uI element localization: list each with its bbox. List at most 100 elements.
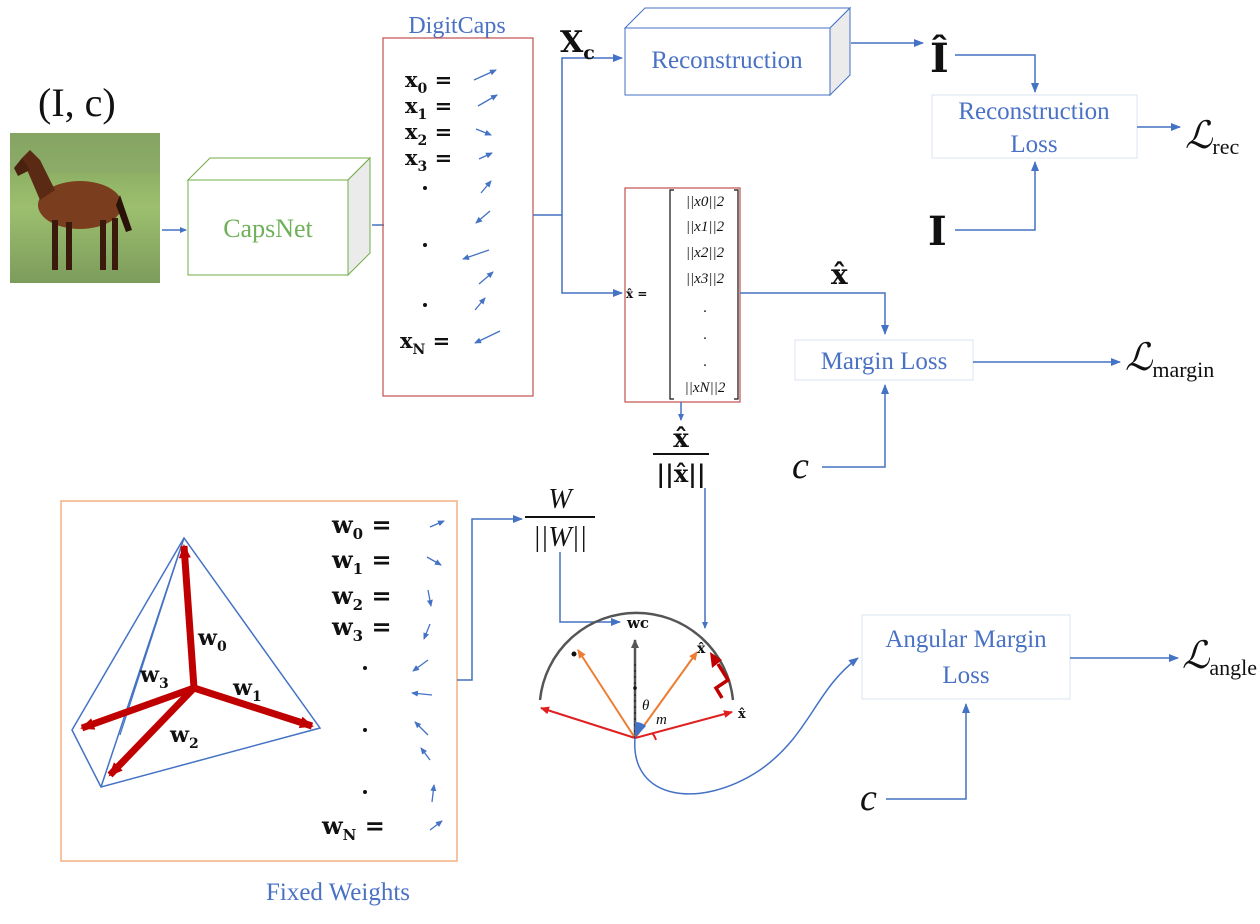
weight-w1: w1 =: [331, 545, 392, 578]
horse-image: [10, 133, 160, 283]
wnorm-to-arc-line: [559, 552, 621, 626]
capsule-arrow: [462, 249, 490, 260]
weight-arrow: [426, 589, 433, 607]
dot: [363, 728, 367, 732]
dot: [363, 666, 367, 670]
capsnet-label: CapsNet: [223, 214, 313, 243]
xhat-arc-label: x̂: [697, 641, 706, 657]
fixed-weights-box: [60, 500, 458, 862]
norm-entry: ||x0||2: [686, 194, 725, 210]
digitcaps-x3: x3 =: [405, 145, 452, 175]
fixed-weights-caption: Fixed Weights: [266, 879, 410, 906]
angular-class-label: c: [860, 777, 877, 819]
weight-wN: wN =: [321, 811, 385, 844]
ihat-to-loss-line: [955, 54, 1039, 93]
target-to-loss-line: [955, 161, 1039, 231]
norm-entry: .: [703, 300, 707, 316]
weight-w2: w2 =: [331, 581, 392, 614]
dot: [423, 303, 427, 307]
reconstruction-loss-line1: Reconstruction: [958, 98, 1110, 125]
tetra-w1-label: w1: [232, 675, 262, 705]
w1-vector: [192, 684, 314, 730]
tetra-w3-label: w3: [139, 662, 169, 692]
capsule-arrow: [480, 180, 492, 194]
capsule-arrow: [473, 69, 497, 81]
xhat2-arc-label: x̂: [738, 707, 746, 722]
tetra-w0-label: w0: [197, 625, 227, 655]
norm-lhs: x̂ =: [626, 287, 647, 301]
margin-loss-label: Margin Loss: [821, 348, 948, 375]
angular-arc-diagram: [538, 611, 735, 741]
capsnet-block: CapsNet: [186, 156, 372, 277]
digitcaps-to-norm-line: [561, 215, 623, 297]
reconstruction-block: Reconstruction: [623, 6, 852, 97]
weight-arrow: [420, 747, 431, 761]
w3-vector: [80, 684, 196, 732]
langle-symbol: ℒangle: [1182, 635, 1257, 680]
dot: [363, 790, 367, 794]
angular-loss-line2: Loss: [942, 662, 989, 689]
weight-arrow: [412, 659, 429, 672]
w-norm-denominator: ||W||: [533, 522, 587, 553]
normalized-denominator: ||x̂||: [656, 459, 705, 488]
wc-label: wc: [626, 614, 649, 632]
capsule-arrow: [477, 94, 498, 107]
capsule-arrow: [475, 128, 492, 136]
xc-label: Xc: [560, 25, 595, 64]
weight-w3: w3 =: [331, 612, 392, 645]
norm-entry: .: [703, 327, 707, 343]
capsule-arrow: [474, 330, 501, 344]
norm-entries: ||x0||2 ||x1||2 ||x2||2 ||x3||2 . . . ||…: [685, 194, 726, 396]
angular-margin-loss-block: Angular Margin Loss: [861, 614, 1071, 700]
w-norm-numerator: W: [548, 484, 574, 515]
margin-class-label: c: [792, 445, 809, 487]
arc-to-angular-loss-curve: [634, 657, 859, 795]
class-to-angular-line: [886, 703, 970, 800]
norm-entry: ||x2||2: [686, 245, 725, 261]
digitcaps-branch-line: [533, 54, 623, 216]
m-label: m: [656, 712, 667, 728]
weight-arrow: [423, 623, 431, 640]
xhat-output-label: x̂: [831, 258, 848, 291]
norm-entry: .: [703, 354, 707, 370]
digitcaps-x0: x0 =: [405, 67, 452, 97]
capsule-arrow: [478, 271, 494, 285]
norm-entry: ||x1||2: [686, 219, 725, 235]
reconstruction-loss-line2: Loss: [1010, 131, 1057, 158]
digitcaps-xN: xN =: [400, 328, 450, 358]
angular-loss-line1: Angular Margin: [885, 626, 1047, 653]
lmargin-symbol: ℒmargin: [1125, 337, 1214, 382]
digitcaps-box: [382, 37, 534, 397]
norm-vector-box: [624, 187, 741, 403]
reconstruction-loss-block: Reconstruction Loss: [931, 94, 1138, 159]
norm-entry: ||x3||2: [686, 271, 725, 287]
norm-bracket: [669, 189, 739, 400]
weight-arrow: [426, 556, 442, 566]
digitcaps-vectors: x0 = x1 = x2 = x3 = xN =: [400, 67, 501, 358]
weight-arrow: [429, 520, 445, 528]
target-i-label: I: [928, 208, 947, 255]
margin-loss-block: Margin Loss: [794, 339, 974, 381]
input-pair-label: (I, c): [38, 80, 116, 125]
digitcaps-title: DigitCaps: [408, 13, 505, 39]
capsule-arrow: [474, 297, 486, 311]
tetra-w2-label: w2: [169, 722, 199, 752]
dot: [423, 186, 427, 190]
weight-arrow: [430, 784, 437, 803]
w0-vector: [178, 544, 198, 689]
norm-to-margin-line: [740, 292, 889, 335]
w2-vector: [107, 685, 197, 778]
digitcaps-x1: x1 =: [405, 93, 452, 123]
class-to-margin-line: [822, 384, 889, 468]
dot: [423, 243, 427, 247]
capsule-arrow: [475, 210, 491, 224]
lrec-symbol: ℒrec: [1185, 115, 1239, 159]
weight-vectors: w0 = w1 = w2 = w3 = wN =: [321, 510, 445, 844]
ihat-label: Î: [930, 35, 949, 82]
capsule-arrow: [478, 152, 493, 160]
norm-entry: ||xN||2: [685, 380, 726, 396]
reconstruction-label: Reconstruction: [651, 47, 803, 74]
normalized-numerator: x̂: [673, 424, 689, 454]
weight-arrow: [411, 690, 433, 697]
